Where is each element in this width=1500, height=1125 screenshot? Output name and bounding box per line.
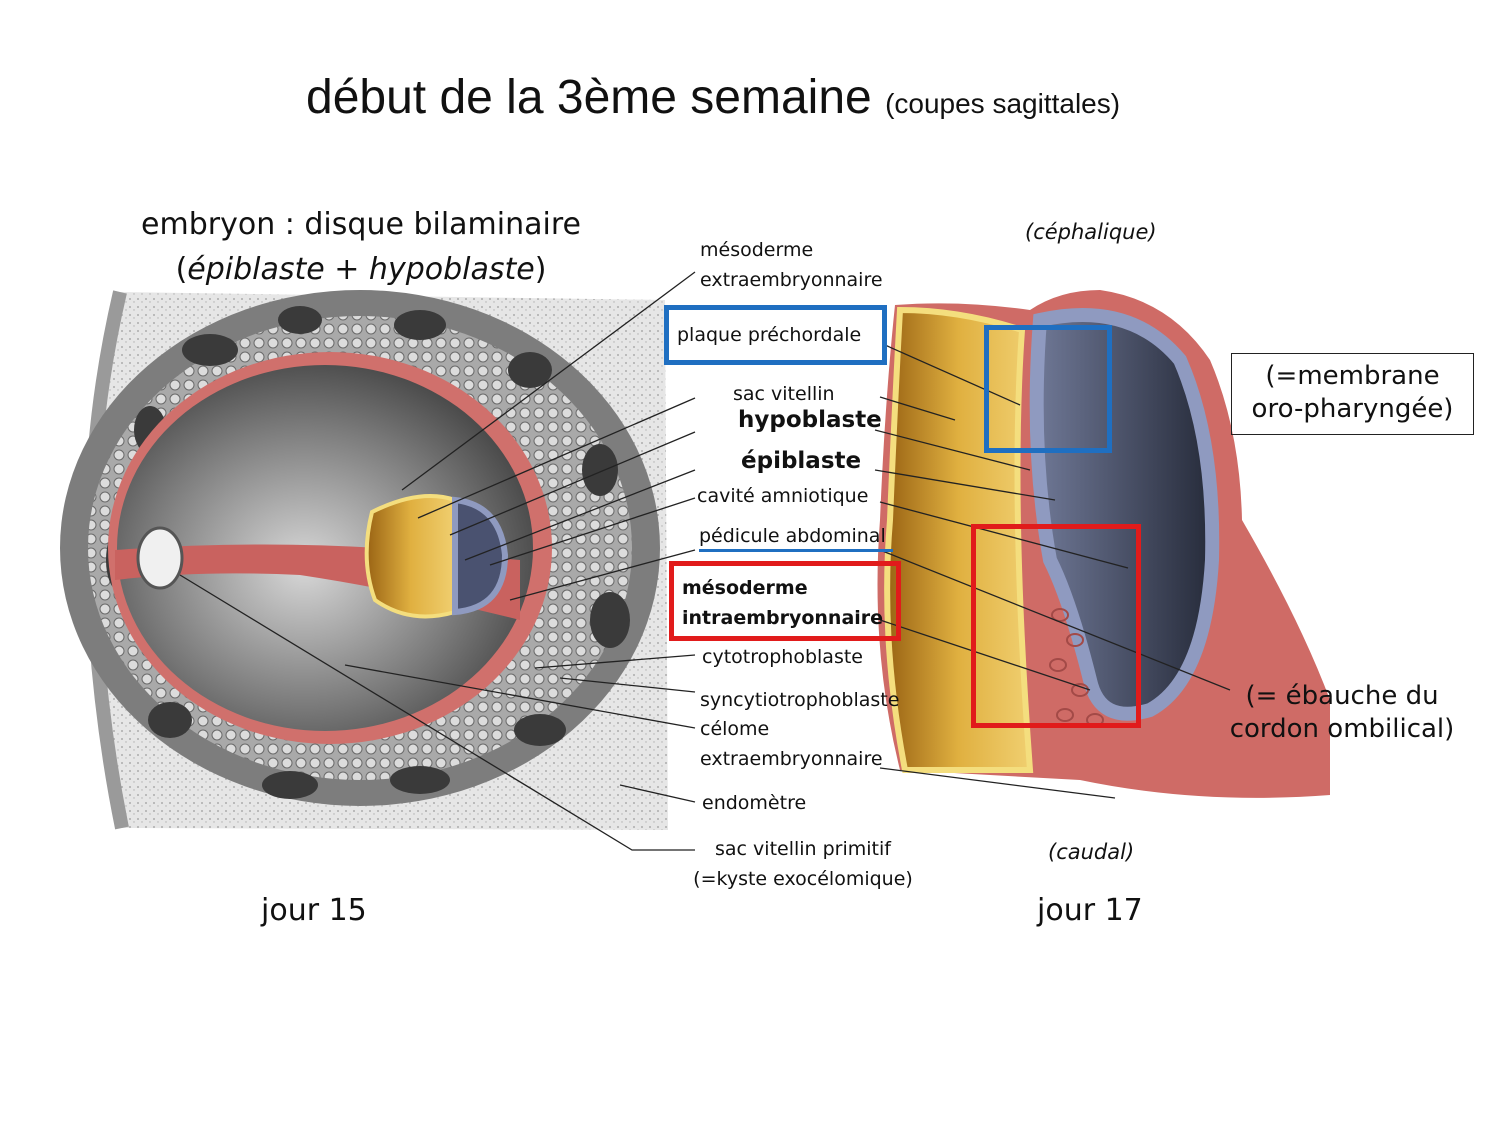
- day15-section: [60, 290, 668, 830]
- label-cavite-amniotique: cavité amniotique: [697, 485, 869, 507]
- label-sac-vitellin: sac vitellin: [733, 383, 835, 405]
- label-hypoblaste: hypoblaste: [738, 407, 882, 433]
- label-cephalique: (céphalique): [1025, 220, 1157, 244]
- highlight-box-mesoderme-intraembryonnaire: [669, 561, 901, 641]
- highlight-box-mesoderm-17: [971, 524, 1141, 728]
- left-heading-line1: embryon : disque bilaminaire: [141, 207, 581, 242]
- label-plaque-prechordale: plaque préchordale: [677, 324, 862, 346]
- highlight-box-plaque-prechordale: [664, 305, 887, 365]
- label-mesoderme-extraembryonnaire: mésoderme extraembryonnaire: [700, 239, 883, 291]
- note-cordon-ombilical: (= ébauche du cordon ombilical): [1229, 681, 1455, 744]
- left-heading-italic: épiblaste + hypoblaste: [187, 252, 535, 287]
- title-subtitle: (coupes sagittales): [885, 88, 1121, 119]
- label-pedicule-abdominal: pédicule abdominal: [699, 525, 886, 547]
- note-box-membrane: [1231, 353, 1474, 435]
- label-endometre: endomètre: [702, 792, 807, 814]
- yolk-sac-15: [364, 494, 457, 619]
- label-sac-vitellin-primitif: sac vitellin primitif (=kyste exocélomiq…: [693, 838, 913, 890]
- label-epiblaste: épiblaste: [741, 448, 862, 474]
- primitive-yolk-sac: [136, 526, 184, 590]
- label-caudal: (caudal): [1048, 840, 1135, 864]
- left-heading: embryon : disque bilaminaire (épiblaste …: [136, 202, 586, 292]
- note-membrane-oro-pharyngee: (=membrane oro-pharyngée): [1251, 361, 1454, 424]
- day-label-17: jour 17: [1037, 893, 1143, 928]
- label-celome-extraembryonnaire: célome extraembryonnaire: [700, 718, 883, 770]
- label-cytotrophoblaste: cytotrophoblaste: [702, 646, 863, 668]
- page-title: début de la 3ème semaine (coupes sagitta…: [306, 70, 1120, 125]
- leader-lines: [179, 271, 1231, 851]
- label-mesoderme-intraembryonnaire: mésoderme intraembryonnaire: [682, 577, 884, 629]
- day17-section: [877, 290, 1330, 798]
- underline-pedicule-abdominal: [699, 549, 893, 552]
- day-label-15: jour 15: [261, 893, 367, 928]
- label-syncytiotrophoblaste: syncytiotrophoblaste: [700, 689, 900, 711]
- highlight-box-prechordal-17: [984, 325, 1112, 453]
- left-heading-line2: (épiblaste + hypoblaste): [175, 252, 547, 287]
- mesoderm-cells-17: [1049, 608, 1104, 727]
- amniotic-cavity-17: [1029, 308, 1220, 721]
- title-main-text: début de la 3ème semaine: [306, 71, 872, 124]
